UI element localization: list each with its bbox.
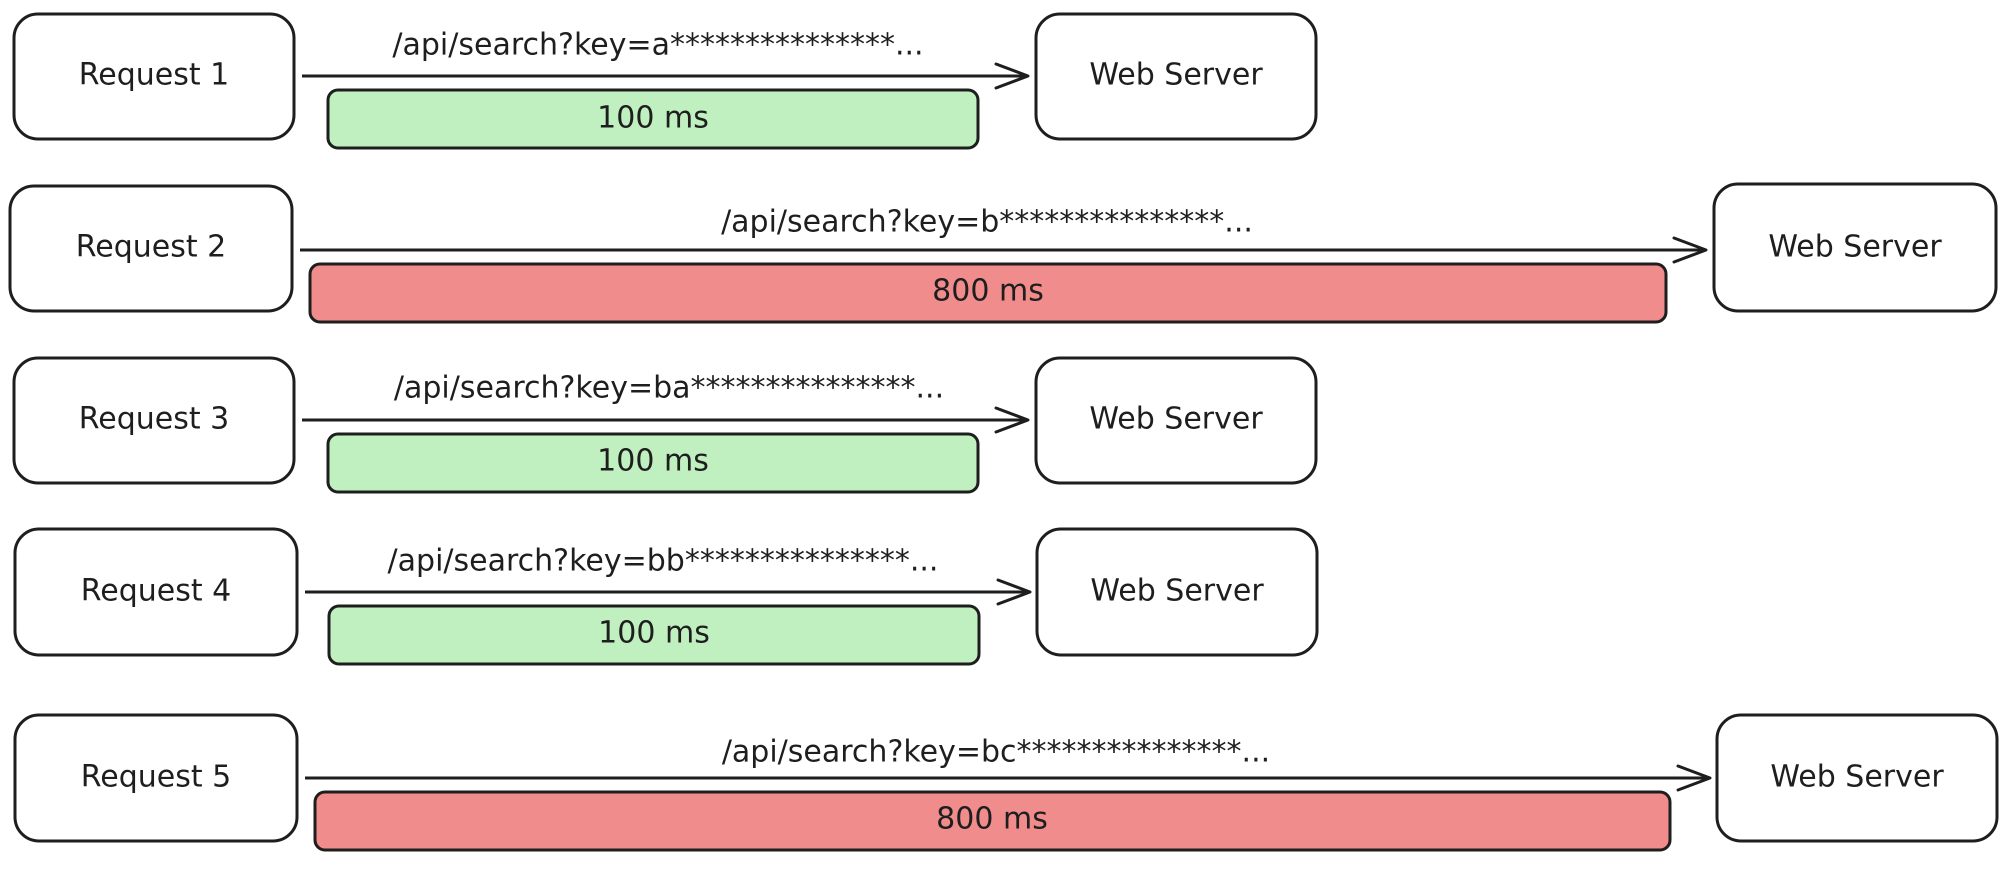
request-url-label: /api/search?key=a***************...	[392, 28, 923, 63]
request-label: Request 1	[79, 58, 229, 93]
request-box	[8, 184, 294, 313]
web-server-box	[1034, 356, 1318, 485]
request-label: Request 4	[81, 574, 231, 609]
request-box	[13, 713, 299, 843]
web-server-label: Web Server	[1770, 760, 1944, 795]
request-label: Request 2	[76, 230, 226, 265]
web-server-box	[1715, 713, 1999, 843]
duration-label: 100 ms	[598, 616, 710, 651]
request-row: Request 2 /api/search?key=b*************…	[8, 182, 1998, 324]
duration-label: 800 ms	[936, 802, 1048, 837]
duration-bar	[313, 790, 1672, 852]
web-server-box	[1712, 182, 1998, 313]
request-url-label: /api/search?key=ba***************...	[394, 371, 944, 406]
duration-bar	[326, 88, 980, 150]
request-url-label: /api/search?key=bc***************...	[722, 735, 1270, 770]
request-label: Request 3	[79, 402, 229, 437]
web-server-box	[1035, 527, 1319, 657]
request-row: Request 3 /api/search?key=ba************…	[12, 356, 1318, 494]
request-url-label: /api/search?key=b***************...	[721, 205, 1253, 240]
request-box	[12, 356, 296, 485]
web-server-label: Web Server	[1089, 58, 1263, 93]
duration-bar	[308, 262, 1668, 324]
web-server-label: Web Server	[1090, 574, 1264, 609]
duration-bar	[327, 604, 981, 666]
request-box	[12, 12, 296, 141]
request-row: Request 1 /api/search?key=a*************…	[12, 12, 1318, 150]
duration-label: 100 ms	[597, 101, 709, 136]
web-server-box	[1034, 12, 1318, 141]
duration-label: 800 ms	[932, 274, 1044, 309]
request-label: Request 5	[81, 760, 231, 795]
request-url-label: /api/search?key=bb***************...	[388, 544, 939, 579]
web-server-label: Web Server	[1768, 230, 1942, 265]
duration-label: 100 ms	[597, 444, 709, 479]
request-row: Request 5 /api/search?key=bc************…	[13, 713, 1999, 852]
duration-bar	[326, 432, 980, 494]
web-server-label: Web Server	[1089, 402, 1263, 437]
request-box	[13, 527, 299, 657]
request-row: Request 4 /api/search?key=bb************…	[13, 527, 1319, 666]
